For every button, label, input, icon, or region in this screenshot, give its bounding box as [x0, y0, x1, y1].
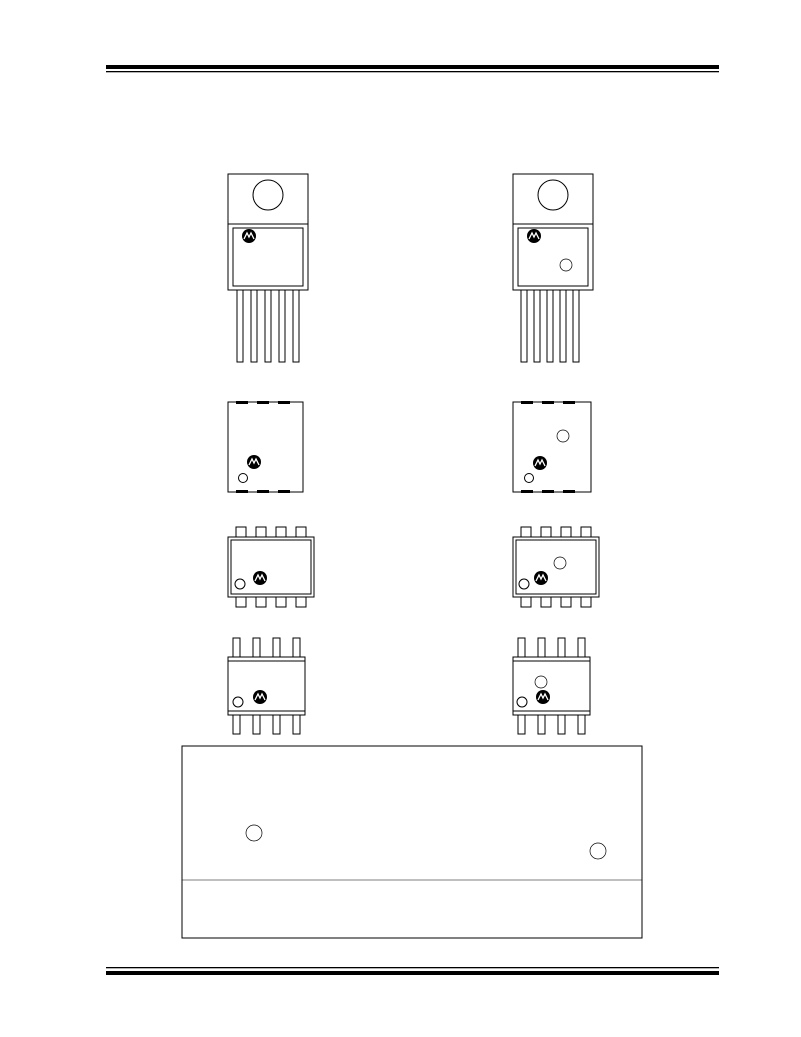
pin1-marker-icon	[534, 675, 548, 689]
pin1-marker-icon	[559, 258, 573, 272]
header-rule	[106, 65, 719, 73]
pin1-dot-icon	[232, 696, 244, 708]
microchip-logo-icon	[247, 455, 261, 469]
microchip-logo-icon	[253, 690, 267, 704]
pin1-marker-icon	[553, 556, 567, 570]
soic8-package-right	[512, 637, 591, 735]
microchip-logo-icon	[536, 690, 550, 704]
legend-marker-icon	[589, 842, 607, 860]
to220-package-left	[227, 173, 309, 363]
to220-package-right	[512, 173, 594, 363]
legend-box	[181, 745, 643, 939]
dfn8-package-right	[512, 526, 600, 608]
ddpak-package-left	[227, 401, 304, 493]
microchip-logo-icon	[534, 571, 548, 585]
pin1-dot-icon	[238, 473, 248, 483]
ddpak-package-right	[512, 401, 592, 493]
pin1-dot-icon	[518, 578, 530, 590]
microchip-logo-icon	[533, 456, 547, 470]
lead-group	[520, 289, 580, 363]
microchip-logo-icon	[527, 229, 541, 243]
pin1-marker-icon	[556, 429, 570, 443]
microchip-logo-icon	[253, 571, 267, 585]
dfn8-package-left	[227, 526, 315, 608]
footer-rule	[106, 967, 719, 975]
soic8-package-left	[227, 637, 306, 735]
pin1-dot-icon	[524, 473, 534, 483]
lead-group	[236, 289, 300, 363]
pin1-dot-icon	[516, 696, 528, 708]
microchip-logo-icon	[242, 229, 256, 243]
legend-marker-icon	[245, 824, 263, 842]
pin1-dot-icon	[234, 578, 246, 590]
